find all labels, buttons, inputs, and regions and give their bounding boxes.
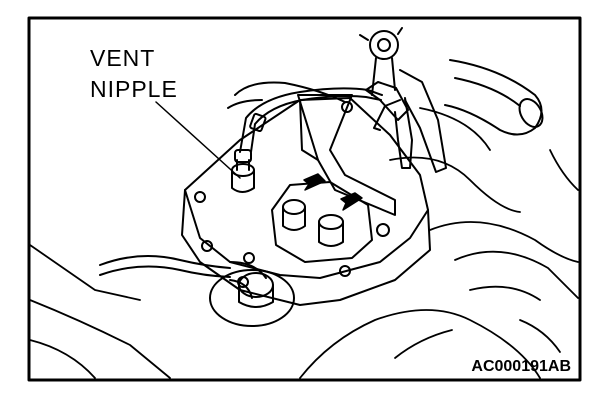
- figure-frame: [27, 16, 582, 382]
- vent-nipple: [231, 149, 255, 193]
- bleeder-wrench: [359, 27, 447, 173]
- callout-leader-line: [155, 101, 241, 179]
- arrow-icon: [303, 173, 363, 211]
- bleed-hose: [239, 87, 383, 153]
- piston-right: [318, 214, 344, 247]
- brake-line: [99, 255, 267, 299]
- hydraulic-unit-block: [181, 97, 431, 306]
- figure-identifier: AC000191AB: [471, 358, 571, 375]
- callout-label-nipple: NIPPLE: [90, 76, 178, 102]
- mounting-bracket: [297, 94, 396, 216]
- piston-left: [282, 199, 306, 231]
- valve-pad: [271, 181, 373, 263]
- round-fitting: [209, 269, 295, 327]
- callout-label-vent: VENT: [90, 45, 156, 71]
- background-contours: [29, 107, 579, 379]
